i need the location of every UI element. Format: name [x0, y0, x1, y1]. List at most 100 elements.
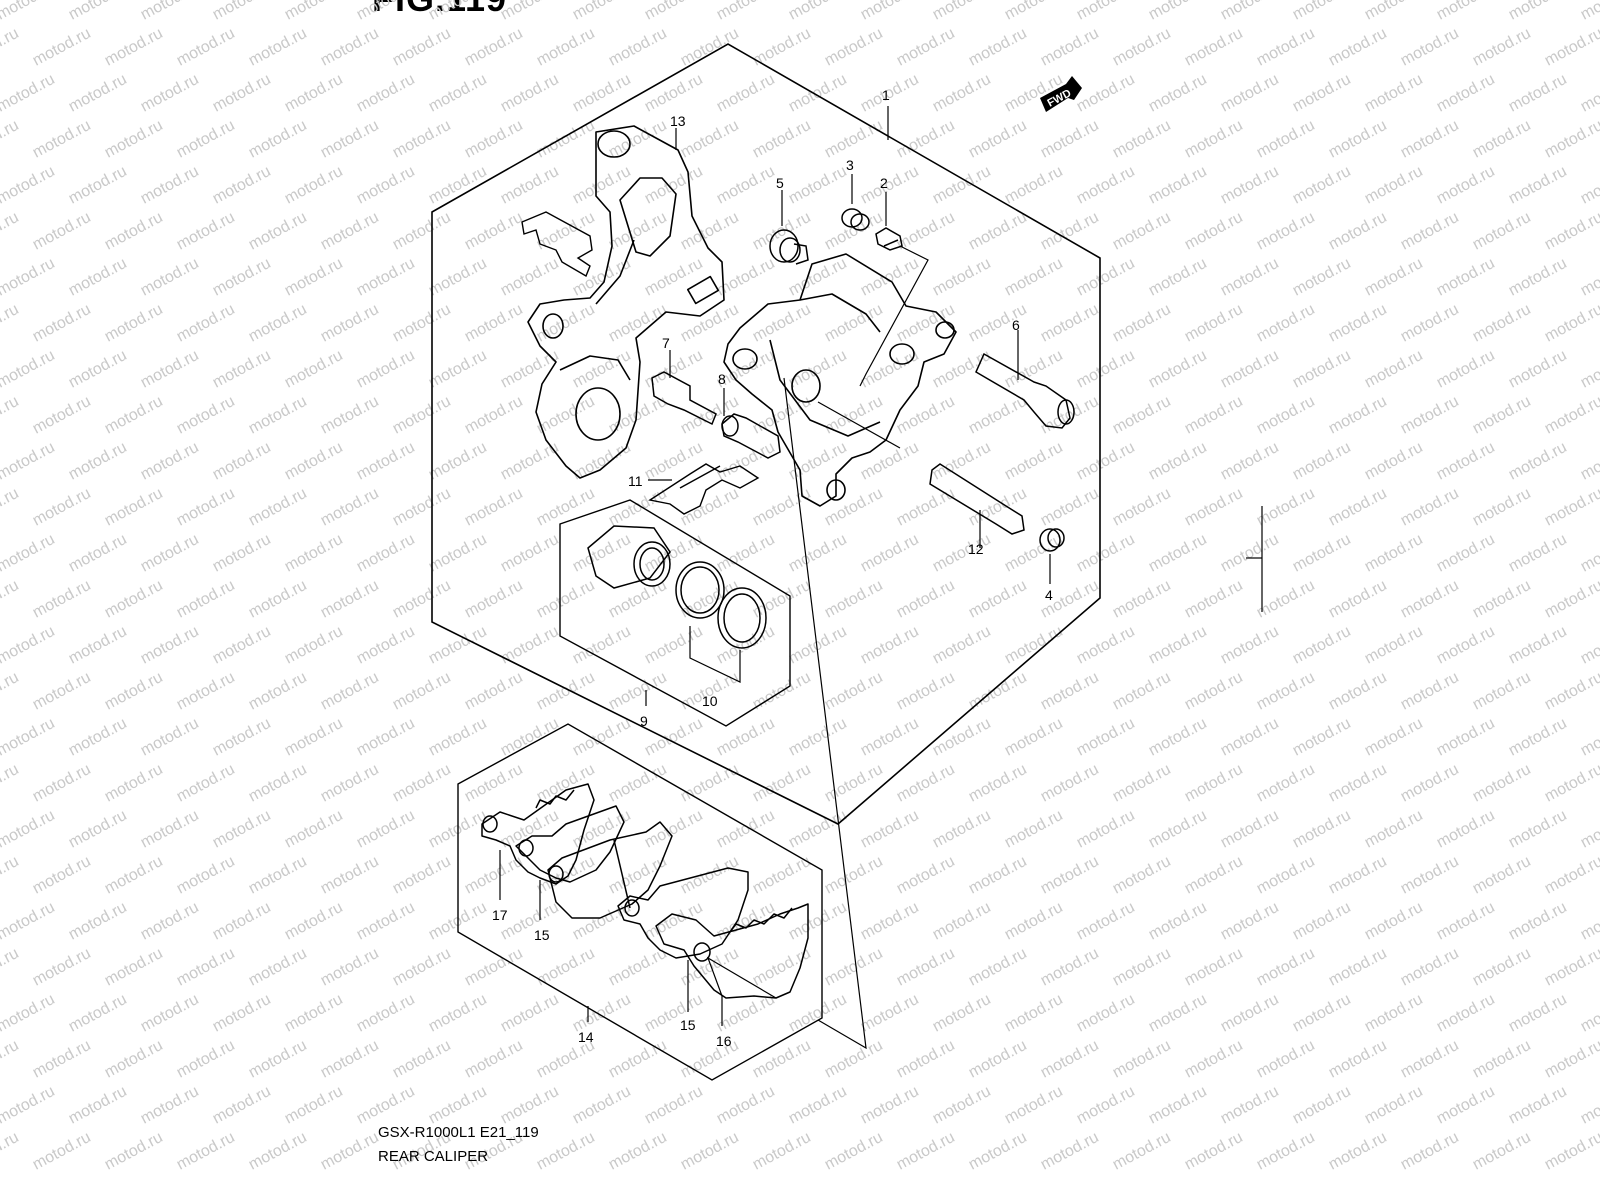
watermark-text: motod.ru	[678, 209, 742, 254]
watermark-text: motod.ru	[1326, 301, 1390, 346]
watermark-text: motod.ru	[0, 1129, 22, 1174]
watermark-text: motod.ru	[0, 945, 22, 990]
caliper-bracket	[527, 125, 725, 479]
watermark-text: motod.ru	[894, 669, 958, 714]
watermark-text: motod.ru	[1074, 1083, 1138, 1128]
watermark-text: motod.ru	[1326, 209, 1390, 254]
watermark-text: motod.ru	[930, 1083, 994, 1128]
watermark-text: motod.ru	[1290, 1083, 1354, 1128]
watermark-text: motod.ru	[174, 209, 238, 254]
watermark-text: motod.ru	[894, 1129, 958, 1174]
watermark-text: motod.ru	[1326, 485, 1390, 530]
watermark-text: motod.ru	[786, 991, 850, 1036]
watermark-text: motod.ru	[426, 0, 490, 24]
watermark-text: motod.ru	[1038, 1129, 1102, 1174]
watermark-text: motod.ru	[1002, 1083, 1066, 1128]
watermark-text: motod.ru	[1254, 117, 1318, 162]
watermark-text: motod.ru	[1002, 991, 1066, 1036]
watermark-text: motod.ru	[174, 577, 238, 622]
watermark-text: motod.ru	[858, 1083, 922, 1128]
watermark-text: motod.ru	[750, 761, 814, 806]
watermark-text: motod.ru	[354, 899, 418, 944]
watermark-text: motod.ru	[318, 393, 382, 438]
watermark-text: motod.ru	[1362, 899, 1426, 944]
watermark-text: motod.ru	[1398, 945, 1462, 990]
watermark-text: motod.ru	[66, 991, 130, 1036]
watermark-text: motod.ru	[858, 715, 922, 760]
watermark-text: motod.ru	[210, 715, 274, 760]
watermark-text: motod.ru	[1362, 163, 1426, 208]
watermark-text: motod.ru	[786, 899, 850, 944]
watermark-text: motod.ru	[0, 807, 58, 852]
watermark-text: motod.ru	[498, 71, 562, 116]
watermark-text: motod.ru	[0, 301, 22, 346]
watermark-text: motod.ru	[174, 485, 238, 530]
watermark-text: motod.ru	[1290, 899, 1354, 944]
watermark-text: motod.ru	[1506, 163, 1570, 208]
watermark-text: motod.ru	[1434, 347, 1498, 392]
watermark-text: motod.ru	[426, 1083, 490, 1128]
watermark-text: motod.ru	[246, 761, 310, 806]
watermark-text: motod.ru	[1038, 209, 1102, 254]
watermark-text: motod.ru	[210, 163, 274, 208]
watermark-text: motod.ru	[1002, 715, 1066, 760]
watermark-text: motod.ru	[1110, 1129, 1174, 1174]
watermark-text: motod.ru	[1542, 1037, 1600, 1082]
watermark-text: motod.ru	[966, 945, 1030, 990]
watermark-text: motod.ru	[30, 485, 94, 530]
watermark-text: motod.ru	[318, 485, 382, 530]
callout-7: 7	[662, 335, 670, 351]
assembly-pointer-line	[783, 377, 867, 1050]
watermark-text: motod.ru	[390, 301, 454, 346]
watermark-text: motod.ru	[498, 255, 562, 300]
watermark-text: motod.ru	[1470, 761, 1534, 806]
watermark-text: motod.ru	[246, 945, 310, 990]
watermark-text: motod.ru	[966, 25, 1030, 70]
watermark-text: motod.ru	[642, 347, 706, 392]
watermark-text: motod.ru	[354, 715, 418, 760]
watermark-text: motod.ru	[30, 393, 94, 438]
leader-8-body	[817, 401, 901, 449]
watermark-text: motod.ru	[102, 1037, 166, 1082]
watermark-text: motod.ru	[1146, 623, 1210, 668]
watermark-text: motod.ru	[606, 853, 670, 898]
watermark-text: motod.ru	[246, 393, 310, 438]
watermark-text: motod.ru	[534, 1129, 598, 1174]
watermark-text: motod.ru	[570, 623, 634, 668]
watermark-text: motod.ru	[1506, 807, 1570, 852]
watermark-text: motod.ru	[822, 1129, 886, 1174]
watermark-text: motod.ru	[1326, 945, 1390, 990]
watermark-text: motod.ru	[678, 117, 742, 162]
watermark-text: motod.ru	[174, 761, 238, 806]
watermark-text: motod.ru	[822, 485, 886, 530]
watermark-text: motod.ru	[1326, 25, 1390, 70]
watermark-text: motod.ru	[246, 1129, 310, 1174]
watermark-text: motod.ru	[858, 0, 922, 24]
watermark-text: motod.ru	[1362, 623, 1426, 668]
watermark-text: motod.ru	[1542, 1129, 1600, 1174]
watermark-text: motod.ru	[1002, 807, 1066, 852]
watermark-text: motod.ru	[462, 485, 526, 530]
pad-pin	[651, 371, 717, 426]
watermark-text: motod.ru	[462, 25, 526, 70]
watermark-text: motod.ru	[1290, 255, 1354, 300]
watermark-text: motod.ru	[1182, 761, 1246, 806]
watermark-text: motod.ru	[390, 25, 454, 70]
watermark-text: motod.ru	[66, 1083, 130, 1128]
watermark-text: motod.ru	[66, 715, 130, 760]
watermark-text: motod.ru	[858, 991, 922, 1036]
watermark-text: motod.ru	[1182, 1037, 1246, 1082]
watermark-text: motod.ru	[714, 163, 778, 208]
watermark-text: motod.ru	[1326, 117, 1390, 162]
watermark-text: motod.ru	[534, 577, 598, 622]
watermark-text: motod.ru	[390, 577, 454, 622]
callout-16: 16	[716, 1033, 732, 1049]
watermark-text: motod.ru	[138, 807, 202, 852]
watermark-text: motod.ru	[1038, 25, 1102, 70]
slide-sleeve	[721, 413, 781, 459]
watermark-text: motod.ru	[534, 209, 598, 254]
watermark-text: motod.ru	[246, 117, 310, 162]
watermark-text: motod.ru	[318, 301, 382, 346]
watermark-text: motod.ru	[822, 25, 886, 70]
